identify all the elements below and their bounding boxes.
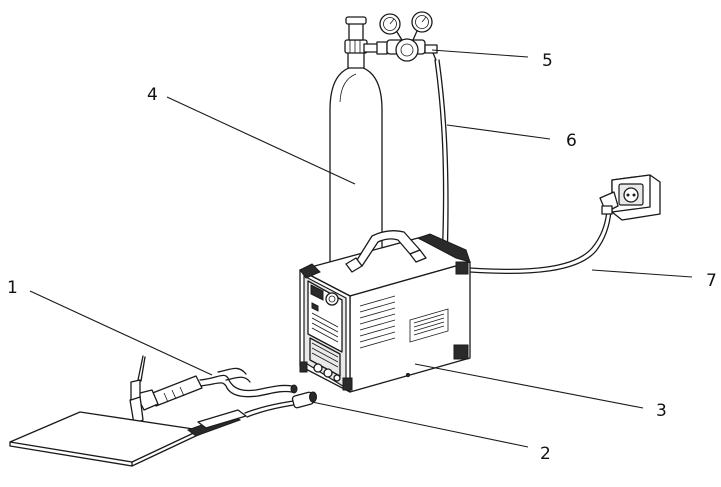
power-cable-and-socket xyxy=(469,174,661,275)
leader-line-3 xyxy=(414,363,644,409)
callout-6: 6 xyxy=(566,131,577,151)
leader-line-5 xyxy=(431,49,529,58)
callout-3: 3 xyxy=(656,401,667,421)
gas-regulator xyxy=(379,11,438,62)
welding-machine xyxy=(299,230,471,393)
leader-line-2 xyxy=(311,401,529,448)
tig-torch-cable xyxy=(199,367,298,398)
callout-5: 5 xyxy=(542,51,553,71)
callout-2: 2 xyxy=(540,444,551,464)
leader-line-6 xyxy=(446,124,551,140)
tig-torch xyxy=(129,355,203,431)
earth-clamp xyxy=(186,409,247,437)
gas-hose xyxy=(434,59,449,263)
workpiece-plate xyxy=(9,411,201,467)
leader-line-1 xyxy=(29,290,213,376)
gas-cylinder xyxy=(329,16,388,267)
callout-labels: 1 2 3 4 5 6 7 xyxy=(7,51,717,464)
leader-line-4 xyxy=(166,96,356,185)
earth-cable xyxy=(244,391,317,418)
callout-4: 4 xyxy=(147,85,158,105)
callout-7: 7 xyxy=(706,271,717,291)
leader-lines xyxy=(29,49,693,448)
callout-1: 1 xyxy=(7,278,18,298)
leader-line-7 xyxy=(591,269,693,278)
